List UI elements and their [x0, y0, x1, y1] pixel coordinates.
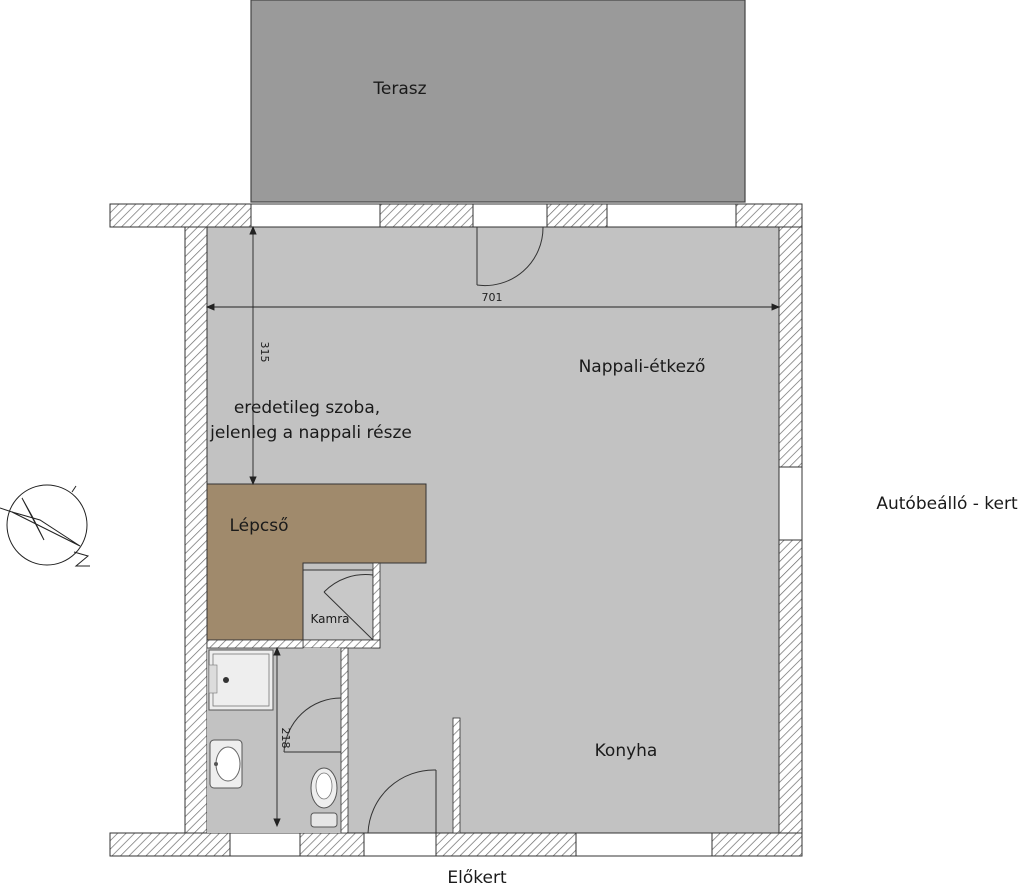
doors	[283, 226, 544, 834]
window-openings	[229, 203, 803, 857]
terrace-area	[250, 0, 746, 203]
label-note-line2: jelenleg a nappali része	[209, 423, 412, 443]
outer-walls	[109, 203, 803, 857]
label-terrace: Terasz	[372, 79, 426, 99]
dimension-height-left: 315	[258, 342, 271, 363]
sink-icon	[209, 739, 243, 789]
dimension-width: 701	[482, 291, 503, 304]
label-note-line1: eredetileg szoba,	[234, 398, 380, 418]
label-stairs: Lépcső	[229, 516, 288, 536]
compass-icon	[0, 484, 90, 567]
label-pantry: Kamra	[311, 612, 350, 626]
toilet-icon	[310, 767, 338, 828]
shower-icon	[208, 649, 274, 711]
label-carport-garden: Autóbeálló - kert	[876, 494, 1018, 514]
bathroom-walls	[206, 639, 461, 834]
dimension-lines	[205, 225, 781, 828]
label-kitchen: Konyha	[595, 741, 658, 761]
dimension-bath: 218	[279, 728, 292, 749]
label-front-garden: Előkert	[447, 868, 507, 888]
label-living-dining: Nappali-étkező	[579, 357, 706, 377]
